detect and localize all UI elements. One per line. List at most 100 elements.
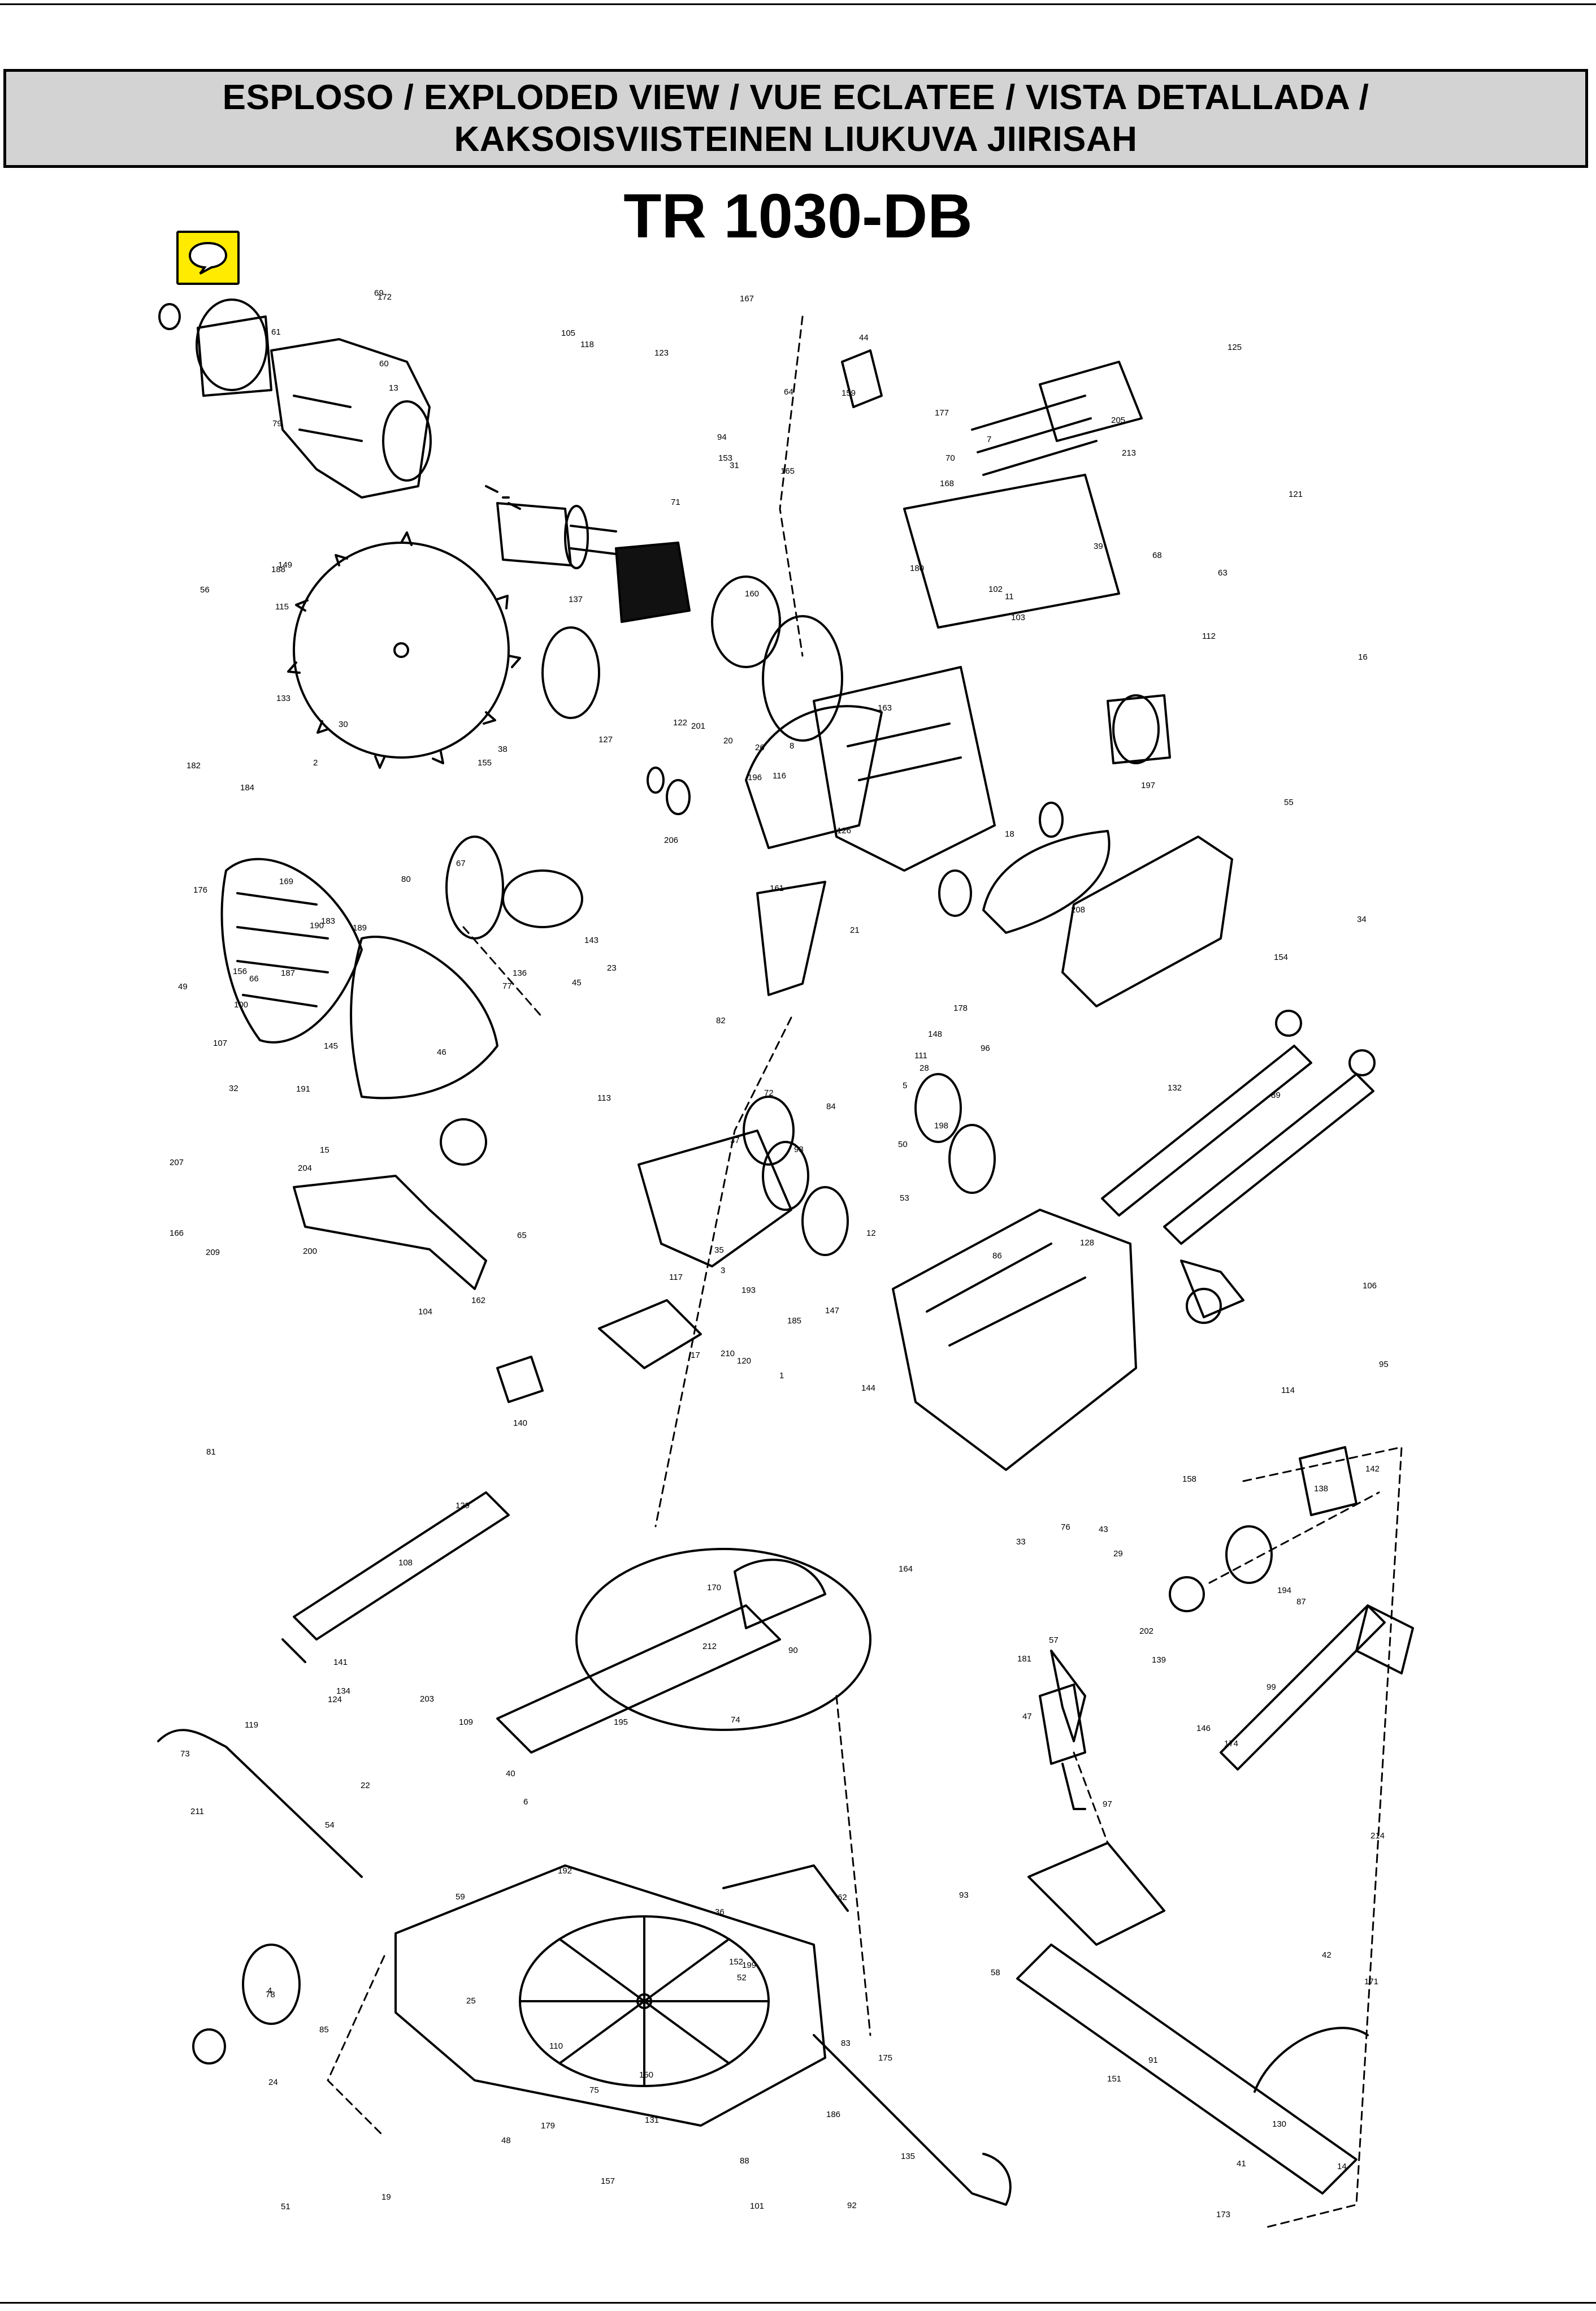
part-number-label: 12	[866, 1228, 876, 1238]
part-number-label: 209	[206, 1248, 220, 1257]
part-number-label: 91	[1148, 2055, 1158, 2065]
part-number-label: 176	[193, 885, 207, 895]
part-number-label: 124	[328, 1695, 342, 1704]
handle-assembly	[841, 349, 1143, 629]
part-number-label: 163	[878, 703, 892, 713]
part-number-label: 104	[418, 1307, 432, 1317]
part-number-label: 79	[272, 419, 282, 429]
slide-rails	[1101, 1010, 1376, 1245]
part-number-label: 125	[1228, 343, 1242, 352]
part-number-label: 115	[275, 602, 289, 612]
part-number-label: 16	[1358, 652, 1368, 662]
part-number-label: 66	[249, 974, 259, 984]
hold-down-clamp	[1039, 1650, 1086, 1810]
part-number-label: 148	[928, 1029, 942, 1039]
part-number-label: 194	[1277, 1586, 1291, 1595]
part-number-labels: 1234567811121314151617181920212223242526…	[170, 288, 1389, 2219]
part-number-label: 95	[1379, 1360, 1389, 1369]
part-number-label: 23	[607, 963, 617, 973]
speech-bubble-glyph	[188, 241, 228, 275]
part-number-label: 160	[745, 589, 759, 599]
part-number-label: 61	[271, 327, 281, 337]
part-number-label: 183	[321, 916, 335, 926]
part-number-label: 7	[987, 435, 991, 444]
part-number-label: 187	[281, 968, 295, 978]
part-number-label: 167	[740, 294, 754, 304]
slide-rail-housing	[892, 1209, 1244, 1471]
part-number-label: 19	[381, 2192, 391, 2202]
part-number-label: 45	[572, 978, 582, 988]
part-number-label: 111	[914, 1051, 927, 1061]
part-number-label: 34	[1357, 915, 1367, 924]
part-number-label: 30	[339, 720, 348, 729]
part-number-label: 202	[1139, 1626, 1153, 1636]
part-number-label: 214	[1371, 1831, 1385, 1841]
part-number-label: 197	[1141, 781, 1155, 790]
part-number-label: 46	[437, 1048, 446, 1057]
part-number-label: 43	[1099, 1525, 1108, 1534]
saw-blade	[287, 531, 521, 769]
part-number-label: 159	[842, 388, 856, 398]
part-number-label: 147	[825, 1306, 839, 1315]
part-number-label: 152	[729, 1957, 743, 1967]
part-number-label: 165	[780, 466, 795, 476]
part-number-label: 93	[959, 1890, 969, 1900]
part-number-label: 108	[398, 1558, 413, 1568]
part-number-label: 98	[794, 1145, 804, 1154]
part-number-label: 72	[764, 1088, 774, 1098]
part-number-label: 135	[901, 2152, 915, 2161]
part-number-label: 188	[271, 565, 285, 574]
lock-knob-group	[293, 1118, 702, 1403]
part-number-label: 170	[707, 1583, 721, 1592]
part-number-label: 112	[1202, 631, 1216, 641]
part-number-label: 32	[229, 1084, 238, 1093]
part-number-label: 191	[296, 1084, 310, 1094]
part-number-label: 101	[750, 2201, 764, 2211]
side-extension-table	[1016, 1842, 1369, 2195]
part-number-label: 114	[1281, 1386, 1295, 1395]
part-number-label: 48	[501, 2136, 511, 2145]
part-number-label: 11	[1005, 592, 1014, 601]
part-number-label: 89	[1271, 1090, 1281, 1100]
part-number-label: 198	[934, 1121, 948, 1131]
part-number-label: 41	[1237, 2159, 1246, 2169]
assembly-leader-lines	[327, 315, 1403, 2228]
clamp-knob	[192, 1944, 301, 2065]
part-number-label: 120	[737, 1356, 751, 1366]
part-number-label: 175	[878, 2053, 892, 2063]
part-number-label: 155	[478, 758, 492, 768]
extension-wings	[157, 1729, 1012, 2206]
lower-blade-guard	[220, 858, 498, 1100]
part-number-label: 151	[1107, 2074, 1121, 2084]
part-number-label: 190	[310, 921, 324, 931]
part-number-label: 134	[336, 1686, 350, 1696]
bottom-rule	[0, 2302, 1596, 2304]
part-number-label: 80	[401, 875, 411, 884]
part-number-label: 181	[1017, 1654, 1031, 1664]
part-number-label: 21	[850, 925, 860, 935]
belt-cover	[938, 802, 1233, 1007]
part-number-label: 107	[213, 1038, 227, 1048]
part-number-label: 177	[935, 408, 949, 418]
part-number-label: 204	[298, 1163, 312, 1173]
part-number-label: 137	[569, 595, 583, 604]
switch-assembly	[1107, 694, 1171, 764]
part-number-label: 70	[946, 453, 955, 463]
speech-bubble-icon[interactable]	[176, 231, 240, 285]
part-number-label: 18	[1005, 829, 1014, 839]
part-number-label: 123	[654, 348, 669, 358]
part-number-label: 117	[669, 1273, 683, 1282]
part-number-label: 213	[1122, 448, 1136, 458]
part-number-label: 44	[859, 333, 869, 343]
part-number-label: 17	[691, 1351, 700, 1360]
part-number-label: 173	[1216, 2210, 1230, 2219]
part-number-label: 2	[313, 758, 318, 768]
part-number-label: 182	[187, 761, 201, 771]
part-number-label: 113	[597, 1093, 611, 1103]
part-number-label: 31	[730, 461, 739, 470]
part-number-label: 24	[268, 2078, 278, 2087]
part-number-label: 74	[731, 1715, 740, 1725]
part-number-label: 144	[861, 1383, 875, 1393]
part-number-label: 56	[200, 585, 210, 595]
upper-blade-guard	[745, 666, 996, 872]
